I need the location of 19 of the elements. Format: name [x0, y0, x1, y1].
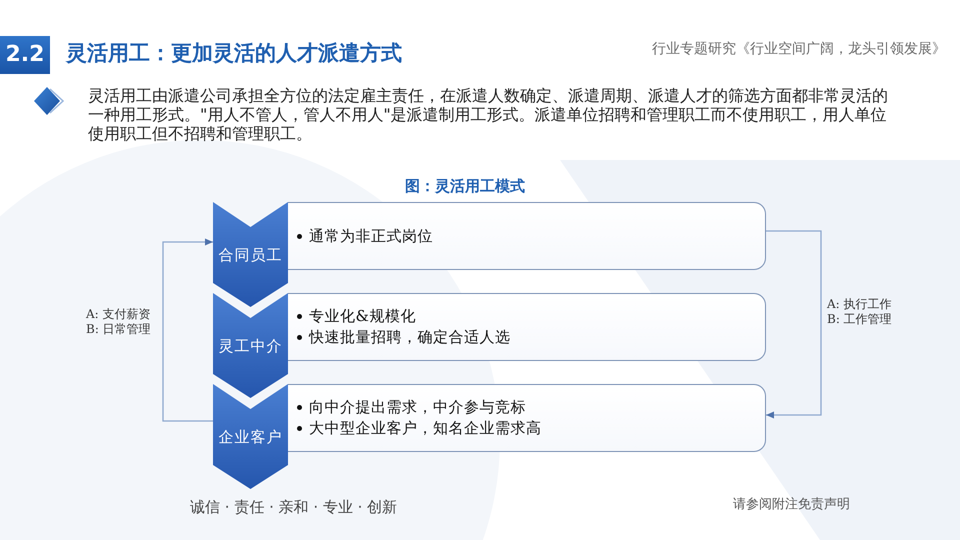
bullet-text: 快速批量招聘，确定合适人选: [309, 327, 510, 348]
section-number-badge: 2.2: [0, 36, 50, 74]
chevron-step: 灵工中介: [213, 293, 288, 398]
bullet-text: 向中介提出需求，中介参与竞标: [309, 397, 526, 418]
connector-arrow: [162, 238, 213, 422]
bullet-text: 通常为非正式岗位: [309, 226, 433, 246]
connector-arrow: [766, 230, 822, 418]
edge-label: A: 执行工作 B: 工作管理: [827, 297, 893, 327]
intro-paragraph: 灵活用工由派遣公司承担全方位的法定雇主责任，在派遣人数确定、派遣周期、派遣人才的筛选方面都非常灵活的一种用工形式。"用人不管人，管人不用人"是派遣制用工形式。派遣单位招聘和管理职工而不使用职工，用人单位使用职工但不招聘和管理职工。: [88, 86, 889, 143]
disclaimer-text: 请参阅附注免责声明: [733, 496, 850, 514]
bullet-text: 专业化&规模化: [309, 306, 416, 327]
chevron-step: 企业客户: [213, 384, 288, 489]
header-text: 行业专题研究《行业空间广阔，龙头引领发展》: [652, 40, 946, 58]
edge-label: A: 支付薪资 B: 日常管理: [86, 307, 152, 337]
slogan-text: 诚信 · 责任 · 亲和 · 专业 · 创新: [190, 497, 398, 517]
slide-title: 灵活用工：更加灵活的人才派遣方式: [66, 40, 402, 66]
figure-caption: 图：灵活用工模式: [404, 176, 526, 196]
bullet-text: 大中型企业客户，知名企业需求高: [309, 418, 542, 439]
chevron-step: 合同员工: [213, 202, 288, 307]
